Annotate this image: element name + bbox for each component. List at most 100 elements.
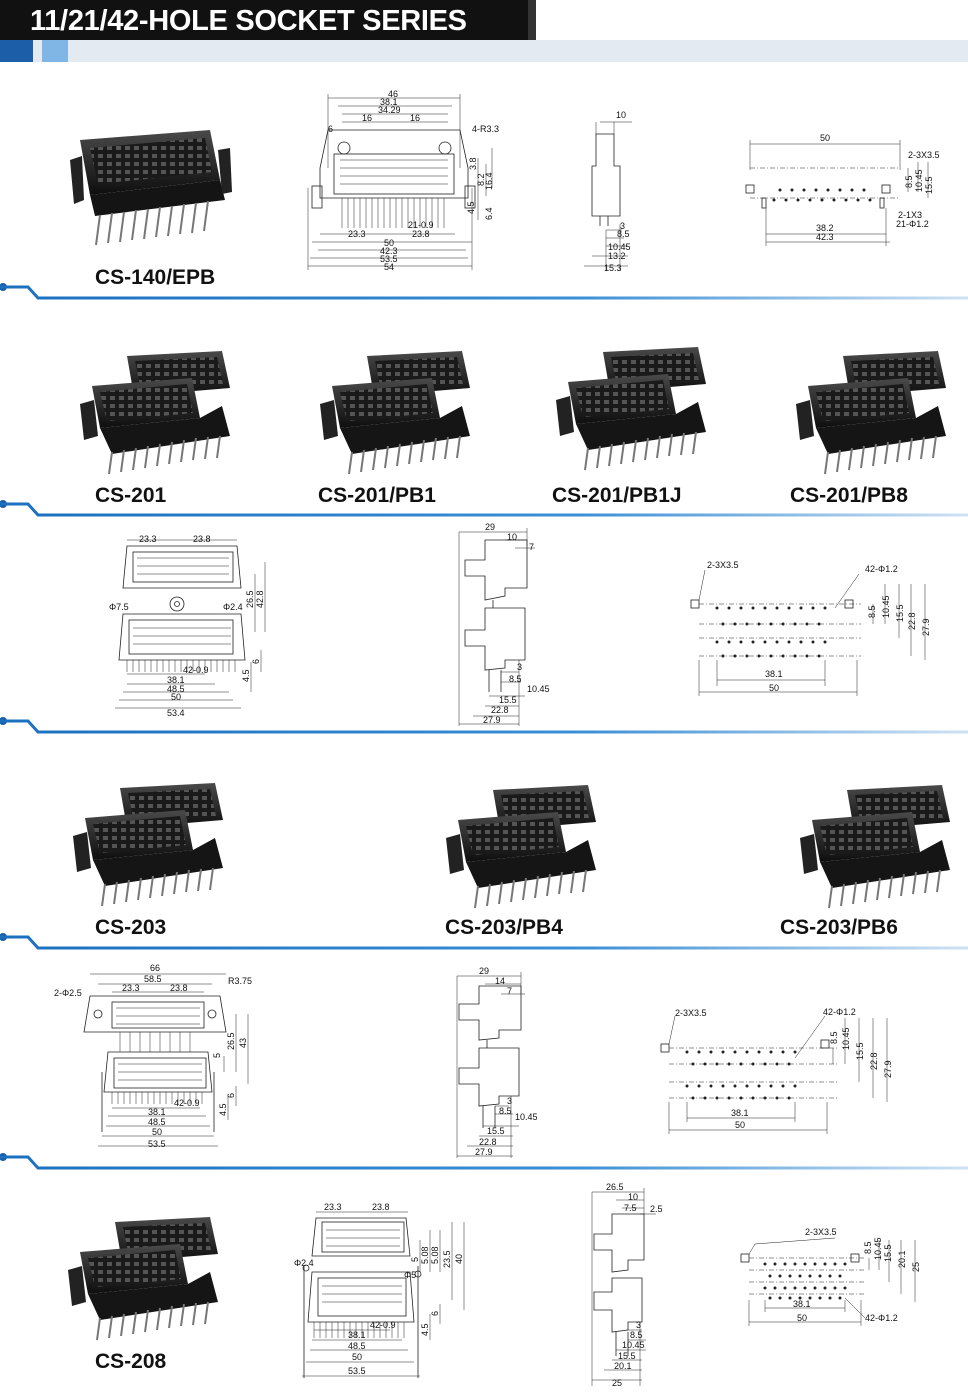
dimension-label: 6.4 xyxy=(484,207,494,220)
dimension-label: 5.08 xyxy=(420,1246,430,1264)
dimension-label: 38.1 xyxy=(348,1330,366,1340)
dimension-label: R3.75 xyxy=(228,976,252,986)
dimension-label: Φ5 xyxy=(404,1270,416,1280)
dimension-label: 15.5 xyxy=(487,1126,505,1136)
dimension-label: 53.5 xyxy=(380,254,398,264)
cs-203-photo xyxy=(72,782,224,907)
cs-203-pb4-photo xyxy=(445,784,597,909)
dimension-label: 8.5 xyxy=(904,175,914,188)
dimension-label: 23.3 xyxy=(348,229,366,239)
cs-140-side-drawing: 10 3 8.5 10.45 13.2 15.3 xyxy=(584,110,632,273)
dimension-label: 38.1 xyxy=(793,1299,811,1309)
cs-201-pb1j-photo xyxy=(555,346,707,471)
dimension-label: 50 xyxy=(171,692,181,702)
dimension-label: 53.5 xyxy=(148,1139,166,1149)
dimension-label: 10 xyxy=(616,110,626,120)
dimension-label: 5 xyxy=(212,1053,222,1058)
cs-201-photo xyxy=(79,350,231,475)
dimension-label: 15.5 xyxy=(618,1351,636,1361)
dimension-label: 8.5 xyxy=(617,229,630,239)
dimension-label: 16.4 xyxy=(484,172,494,190)
dimension-label: 4.5 xyxy=(241,669,251,682)
dimension-label: 53.4 xyxy=(167,708,185,718)
dimension-label: 26.5 xyxy=(226,1032,236,1050)
dimension-label: 7.5 xyxy=(624,1203,637,1213)
dimension-label: 2-Φ2.5 xyxy=(54,988,82,998)
dimension-label: 15.5 xyxy=(924,176,934,194)
dimension-label: 23.5 xyxy=(442,1250,452,1268)
cs-140-front-drawing: 46 38.1 34.29 16 16 6 4-R3.3 3.8 8.2 16.… xyxy=(307,89,499,272)
dimension-label: 13.2 xyxy=(608,251,626,261)
dimension-label: 23.8 xyxy=(412,229,430,239)
dimension-label: 48.5 xyxy=(348,1341,366,1351)
cs-208-bottom-drawing: 2-3X3.5 8.5 10.45 15.5 20.1 25 38.1 50 4… xyxy=(740,1227,921,1326)
dimension-label: 2-3X3.5 xyxy=(908,150,940,160)
dimension-label: 7 xyxy=(507,986,512,996)
model-label-cs-201-pb8: CS-201/PB8 xyxy=(790,484,908,507)
separator-3 xyxy=(0,717,968,734)
dimension-label: 23.8 xyxy=(193,534,211,544)
separator-5 xyxy=(0,1153,968,1170)
dimension-label: 6 xyxy=(251,659,261,664)
cs-203-pb6-photo xyxy=(799,784,951,909)
dimension-label: 21-Φ1.2 xyxy=(896,219,929,229)
dimension-label: 8.5 xyxy=(867,605,877,618)
page-title: 11/21/42-HOLE SOCKET SERIES xyxy=(30,5,467,37)
dimension-label: 23.8 xyxy=(372,1202,390,1212)
cs-208-side-drawing: 26.5 10 7.5 2.5 3 8.5 10.45 15.5 20.1 25 xyxy=(591,1182,663,1388)
dimension-label: 42-0.9 xyxy=(174,1098,200,1108)
cs-201-front-drawing: 23.3 23.8 Φ7.5 Φ2.4 26.5 42.8 6 42-0.9 4… xyxy=(109,534,266,718)
dimension-label: 34.29 xyxy=(378,105,401,115)
dimension-label: 42.8 xyxy=(255,590,265,608)
dimension-label: Φ2.4 xyxy=(294,1258,314,1268)
dimension-label: Φ7.5 xyxy=(109,602,129,612)
dimension-label: 42-Φ1.2 xyxy=(865,564,898,574)
dimension-label: 10 xyxy=(628,1192,638,1202)
dimension-label: 21-0.9 xyxy=(408,220,434,230)
model-label-cs-201: CS-201 xyxy=(95,484,167,507)
dimension-label: 10.45 xyxy=(914,169,924,192)
dimension-label: 10 xyxy=(507,532,517,542)
dimension-label: 14 xyxy=(495,976,505,986)
dimension-label: 2-3X3.5 xyxy=(675,1008,707,1018)
dimension-label: 15.5 xyxy=(499,695,517,705)
cs-201-bottom-drawing: 2-3X3.5 42-Φ1.2 8.5 10.45 15.5 22.8 27.9… xyxy=(690,560,931,696)
dimension-label: 22.8 xyxy=(869,1052,879,1070)
dimension-label: 42.3 xyxy=(380,246,398,256)
dimension-label: 10.45 xyxy=(881,595,891,618)
model-label-cs-201-pb1j: CS-201/PB1J xyxy=(552,484,682,507)
dimension-label: 4.5 xyxy=(466,201,476,214)
dimension-label: 15.3 xyxy=(604,263,622,273)
cs-203-front-drawing: 66 58.5 2-Φ2.5 23.3 23.8 R3.75 5 26.5 43… xyxy=(54,963,252,1149)
dimension-label: 2-3X3.5 xyxy=(805,1227,837,1237)
dimension-label: 8.5 xyxy=(499,1106,512,1116)
dimension-label: 27.9 xyxy=(883,1060,893,1078)
dimension-label: 4-R3.3 xyxy=(472,124,499,134)
dimension-label: 20.1 xyxy=(614,1361,632,1371)
cs-140-bottom-drawing: 50 2-3X3.5 8.5 10.45 15.5 2-1X3 21-Φ1.2 … xyxy=(745,133,940,246)
dimension-label: 8.2 xyxy=(476,173,486,186)
cs-203-bottom-drawing: 2-3X3.5 42-Φ1.2 8.5 10.45 15.5 22.8 27.9… xyxy=(660,1007,893,1134)
dimension-label: 5.08 xyxy=(430,1246,440,1264)
dimension-label: 8.5 xyxy=(863,1241,873,1254)
model-label-cs-201-pb1: CS-201/PB1 xyxy=(318,484,436,507)
dimension-label: 20.1 xyxy=(897,1250,907,1268)
dimension-label: 5 xyxy=(410,1257,420,1262)
dimension-label: 23.8 xyxy=(170,983,188,993)
separator-2 xyxy=(0,500,968,517)
dimension-label: 42-0.9 xyxy=(183,665,209,675)
dimension-label: 3 xyxy=(517,662,522,672)
dimension-label: 50 xyxy=(152,1127,162,1137)
cs-208-front-drawing: 23.3 23.8 Φ2.4 5 5.08 5.08 23.5 40 Φ5 6 … xyxy=(294,1202,465,1378)
dimension-label: 16 xyxy=(362,113,372,123)
dimension-label: 40 xyxy=(454,1254,464,1264)
dimension-label: 38.1 xyxy=(148,1107,166,1117)
dimension-label: 46 xyxy=(388,89,398,99)
dimension-label: 26.5 xyxy=(606,1182,624,1192)
dimension-label: 4.5 xyxy=(420,1323,430,1336)
dimension-label: 23.3 xyxy=(139,534,157,544)
dimension-label: 22.8 xyxy=(907,612,917,630)
header-banner xyxy=(0,0,968,62)
dimension-label: Φ2.4 xyxy=(223,602,243,612)
